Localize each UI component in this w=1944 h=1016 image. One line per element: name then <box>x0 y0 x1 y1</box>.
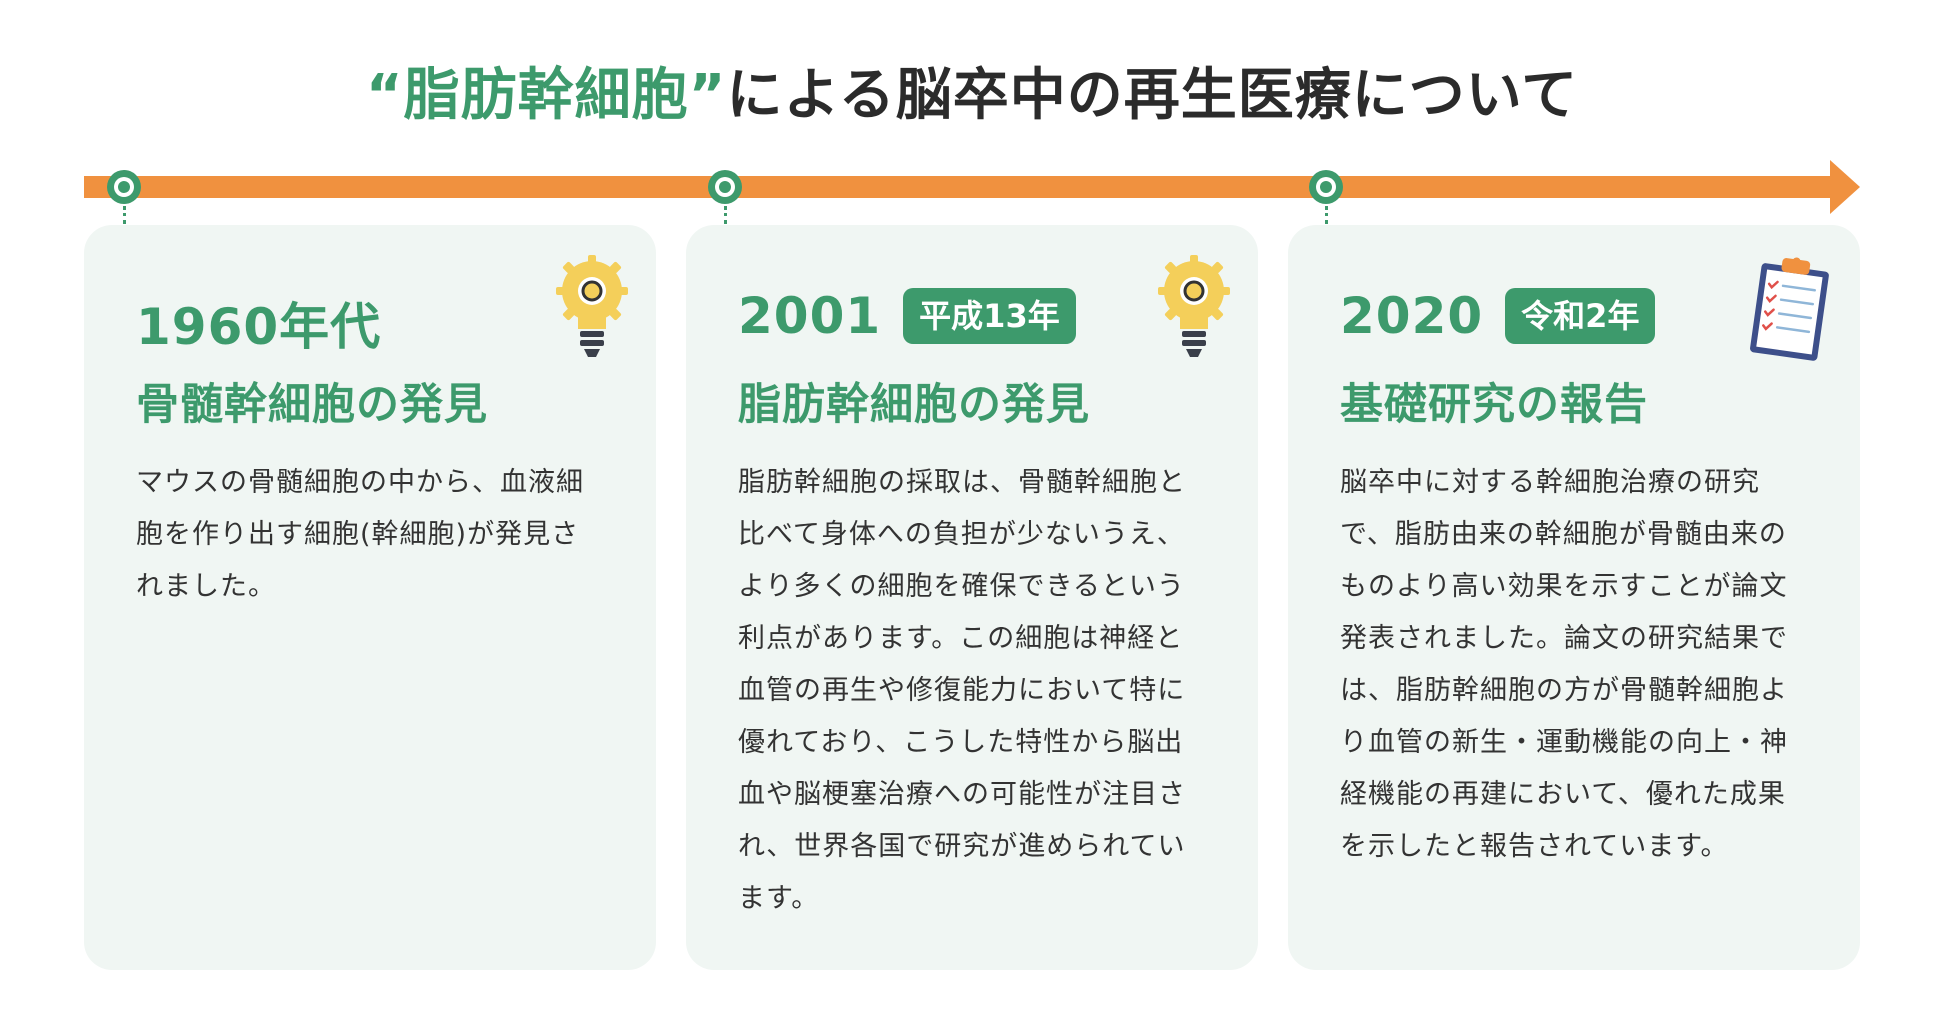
card-year: 2020 <box>1340 287 1484 345</box>
timeline-node <box>1309 170 1343 204</box>
card-body: 脳卒中に対する幹細胞治療の研究で、脂肪由来の幹細胞が骨髄由来のものより高い効果を… <box>1340 467 1788 862</box>
card-year: 1960年代 <box>136 298 382 356</box>
card-year-row: 2020 令和2年 <box>1340 287 1656 345</box>
timeline-connector <box>1325 206 1328 224</box>
timeline-node <box>107 170 141 204</box>
card-year-row: 1960年代 <box>136 287 381 359</box>
timeline-connector <box>724 206 727 224</box>
card-heading: 基礎研究の報告 <box>1340 380 1648 430</box>
card-body: マウスの骨髄細胞の中から、血液細胞を作り出す細胞(幹細胞)が発見されました。 <box>136 467 584 602</box>
timeline-connector <box>123 206 126 224</box>
card-year: 2001 <box>738 287 882 345</box>
page-title: “脂肪幹細胞”による脳卒中の再生医療について <box>0 50 1944 131</box>
card-body: 脂肪幹細胞の採取は、骨髄幹細胞と比べて身体への負担が少ないうえ、より多くの細胞を… <box>738 467 1186 914</box>
lightbulb-gear-icon <box>556 255 628 357</box>
card-heading: 脂肪幹細胞の発見 <box>738 380 1090 430</box>
page-title-accent: “脂肪幹細胞” <box>365 63 727 128</box>
timeline-arrow-icon <box>1830 160 1860 214</box>
clipboard-checklist-icon <box>1750 257 1829 361</box>
timeline-card-2020: 2020 令和2年 基礎研究の報告 脳卒中に対する幹細胞治療の研究で、脂肪由来の… <box>1288 225 1860 970</box>
card-year-row: 2001 平成13年 <box>738 287 1076 345</box>
timeline-bar <box>84 176 1844 198</box>
timeline-card-2001: 2001 平成13年 脂肪幹細胞の発見 脂肪幹細胞の採取は、骨髄幹細胞と比べて身… <box>686 225 1258 970</box>
card-heading: 骨髄幹細胞の発見 <box>136 380 488 430</box>
timeline-node <box>708 170 742 204</box>
era-badge: 令和2年 <box>1505 288 1656 344</box>
timeline-card-1960: 1960年代 骨髄幹細胞の発見 マウスの骨髄細胞の中から、血液細胞を作り出す細胞… <box>84 225 656 970</box>
page-title-rest: による脳卒中の再生医療について <box>726 63 1579 128</box>
lightbulb-gear-icon <box>1158 255 1230 357</box>
era-badge: 平成13年 <box>903 288 1076 344</box>
